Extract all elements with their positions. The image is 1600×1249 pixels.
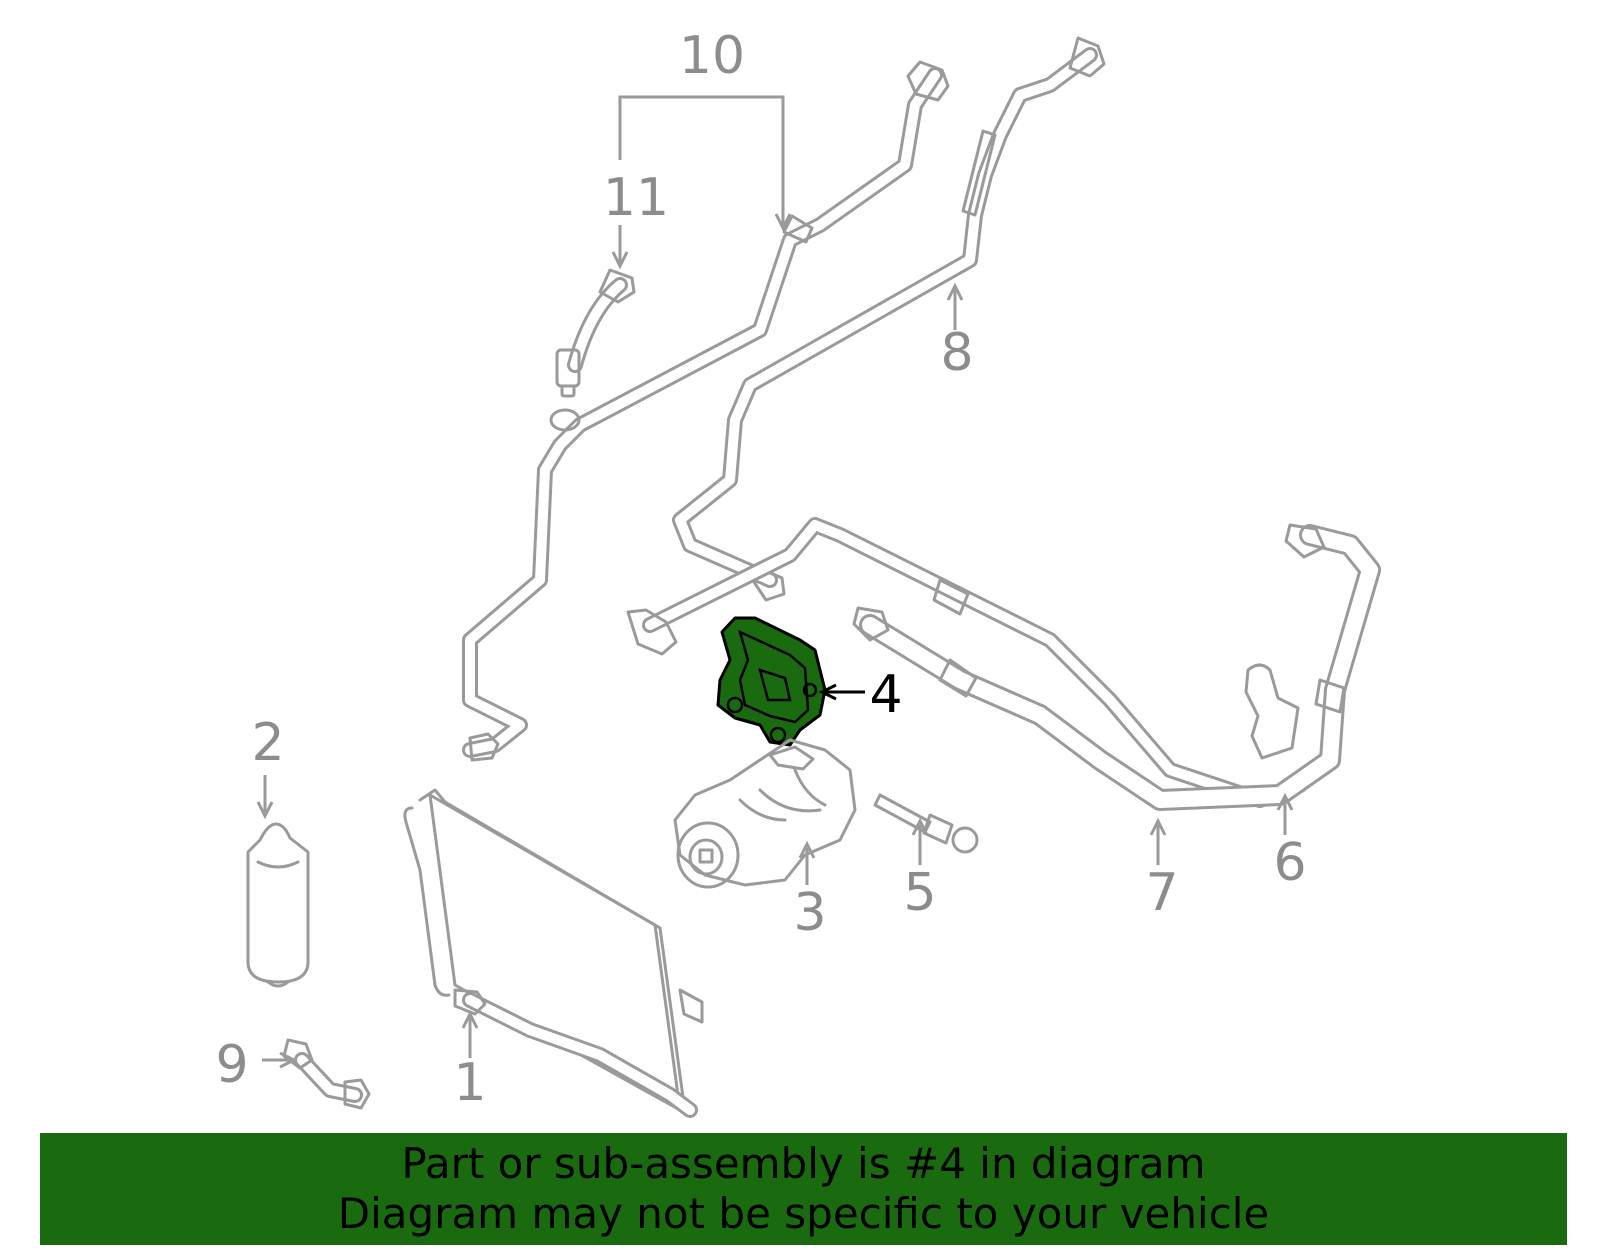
small-hose-9 (282, 1038, 371, 1110)
callout-6: 6 (1273, 833, 1306, 893)
condenser-1 (403, 788, 704, 1118)
callout-numbers: 10 11 8 2 9 1 3 5 7 6 4 (215, 26, 1306, 1113)
callout-1: 1 (453, 1053, 486, 1113)
ac-pipe-8 (672, 36, 1106, 602)
callout-arrow-11 (611, 251, 629, 270)
ac-hose-6 (852, 523, 1381, 811)
callout-2: 2 (251, 713, 284, 773)
callout-11: 11 (603, 168, 669, 228)
ac-hose-7 (626, 517, 1308, 808)
callout-8: 8 (940, 323, 973, 383)
info-banner: Part or sub-assembly is #4 in diagram Di… (40, 1133, 1567, 1245)
callout-leader-10 (618, 95, 785, 225)
callout-leaders (256, 95, 1294, 1069)
ac-pipe-10 (462, 60, 950, 762)
callout-7: 7 (1145, 863, 1178, 923)
callout-arrow-2 (256, 801, 274, 820)
compressor-bracket-4 (716, 616, 827, 747)
callout-arrow-10 (774, 213, 792, 232)
callout-arrow-1 (461, 1010, 479, 1029)
callout-arrow-9 (279, 1051, 298, 1069)
receiver-drier-2 (246, 822, 310, 988)
callout-9: 9 (215, 1035, 248, 1095)
callout-arrow-5 (911, 817, 929, 836)
callout-arrow-3 (798, 840, 816, 859)
callout-5: 5 (903, 863, 936, 923)
callout-arrow-8 (946, 282, 964, 301)
banner-line-2: Diagram may not be specific to your vehi… (337, 1189, 1270, 1238)
callout-4: 4 (869, 665, 902, 725)
callout-arrow-7 (1149, 817, 1167, 836)
callout-10: 10 (679, 26, 745, 86)
bolt-5 (873, 793, 979, 854)
ac-compressor-3 (673, 738, 857, 889)
banner-line-1: Part or sub-assembly is #4 in diagram (401, 1139, 1206, 1188)
ac-hose-11 (555, 268, 636, 398)
callout-arrow-4 (818, 683, 837, 701)
callout-3: 3 (793, 883, 826, 943)
callout-arrow-6 (1276, 792, 1294, 811)
